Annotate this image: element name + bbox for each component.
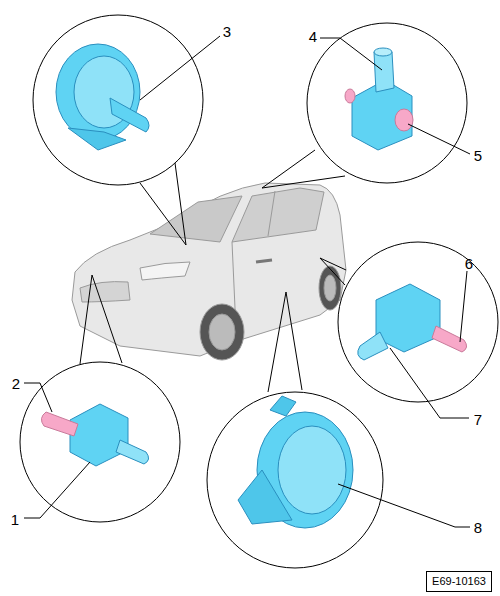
pointer-lines <box>80 150 346 392</box>
leader-lines <box>24 36 470 527</box>
callout-number: 2 <box>12 376 20 391</box>
callout-number: 5 <box>474 148 482 163</box>
callout-number: 1 <box>11 512 19 527</box>
callout-number: 7 <box>474 412 482 427</box>
callout-number: 4 <box>309 29 317 44</box>
figure-number: E69-10163 <box>426 571 492 592</box>
detail-circles <box>20 15 498 568</box>
car <box>72 183 346 360</box>
callout-number: 3 <box>223 24 231 39</box>
sensors <box>41 44 466 528</box>
callout-number: 8 <box>474 520 482 535</box>
callout-number: 6 <box>465 256 473 271</box>
